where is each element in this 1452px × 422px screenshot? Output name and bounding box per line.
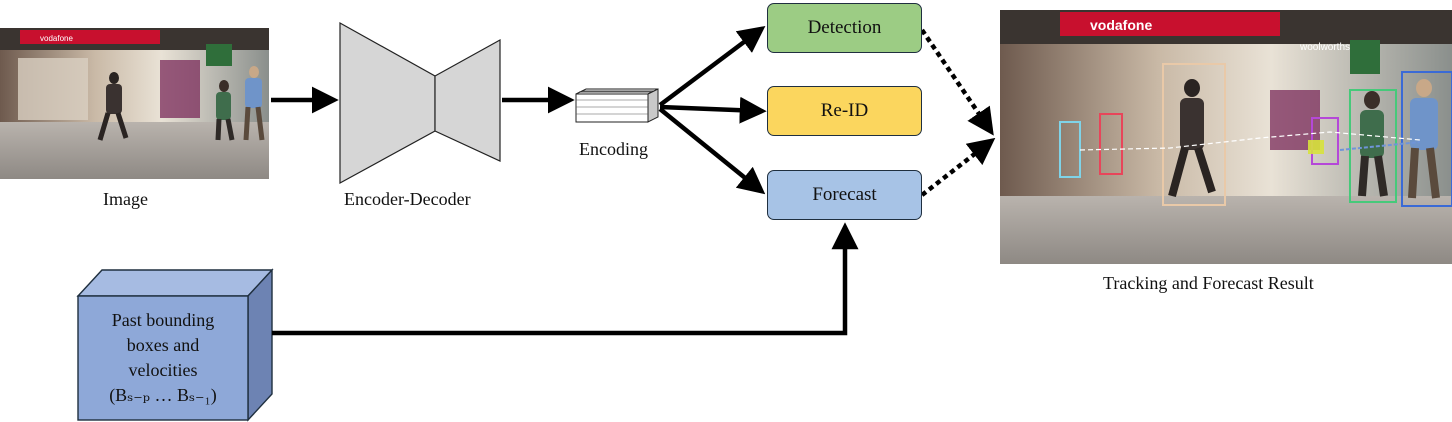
store-sign-text: vodafone [40,34,73,43]
forecast-box: Forecast [767,170,922,220]
arrows [271,25,859,336]
detection-box: Detection [767,3,922,53]
image-label: Image [103,189,148,209]
result-store-sign-text: vodafone [1090,17,1152,33]
past-boxes-line-2: boxes and [126,335,200,355]
encoding-label: Encoding [579,139,648,159]
encoder-shape [339,21,436,185]
decoder-shape [434,38,501,162]
result-image: vodafone woolworths [1000,10,1452,264]
past-boxes-text: Past bounding boxes and velocities (Bₛ₋ₚ… [78,296,248,420]
past-boxes-line-1: Past bounding [111,310,215,330]
encoder-decoder-label: Encoder-Decoder [344,189,471,209]
result-label: Tracking and Forecast Result [1103,273,1314,293]
reid-box: Re-ID [767,86,922,136]
dotted-arrows [920,28,996,197]
input-image: vodafone [0,28,269,179]
past-boxes-formula: (Bₛ₋ₚ … Bₛ₋₁) [109,385,217,405]
result-right-sign-text: woolworths [1299,42,1350,53]
encoding-tensor [575,88,659,123]
past-boxes-cube [76,268,274,422]
past-boxes-line-3: velocities [128,360,198,380]
